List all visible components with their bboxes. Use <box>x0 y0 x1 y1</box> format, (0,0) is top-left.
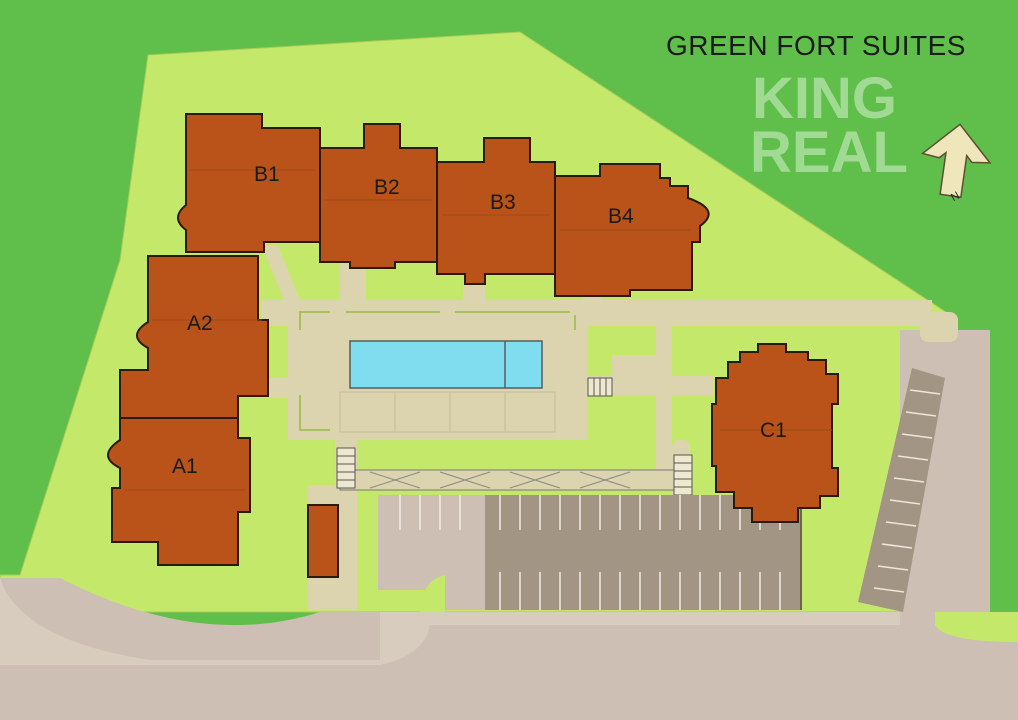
side-parking-lines <box>873 389 941 593</box>
parking-edge <box>800 495 802 610</box>
walkway-pattern <box>369 471 631 489</box>
building-label-a2: A2 <box>187 312 213 335</box>
watermark-line2: REAL <box>750 120 908 185</box>
road-edge <box>0 578 900 665</box>
building-b1-shape <box>177 113 321 253</box>
building-label-a1: A1 <box>172 455 198 478</box>
building-label-b1: B1 <box>254 163 280 186</box>
north-arrow-icon: N <box>920 123 992 204</box>
swimming-pool <box>349 340 543 389</box>
guard-house <box>307 504 339 578</box>
side-parking <box>858 368 945 612</box>
building-label-b3: B3 <box>490 191 516 214</box>
diagonal-path <box>262 246 300 300</box>
parking-island <box>420 575 445 612</box>
parking-lines <box>399 495 781 610</box>
building-rooflines <box>124 169 832 491</box>
stair-steps <box>337 378 692 488</box>
building-label-b4: B4 <box>608 205 634 228</box>
building-label-b2: B2 <box>374 176 400 199</box>
watermark-line1: KING <box>752 66 897 131</box>
courtyard-hedges <box>299 311 576 431</box>
building-label-c1: C1 <box>760 419 787 442</box>
courtyard-grid <box>339 391 556 433</box>
building-c1-shape <box>711 343 839 523</box>
building-a1-shape <box>107 417 251 566</box>
parking-covered <box>485 495 800 610</box>
building-a2-shape <box>119 255 269 419</box>
parking-entry <box>445 545 485 610</box>
corner-lawn <box>935 612 1018 642</box>
buildings <box>107 113 839 566</box>
site-title: GREEN FORT SUITES <box>666 30 966 61</box>
